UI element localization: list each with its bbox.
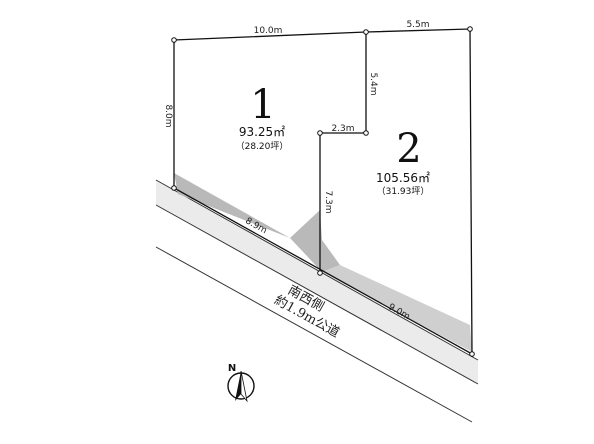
- north-compass-icon: N: [227, 363, 255, 403]
- lot-2-number: 2: [396, 126, 421, 172]
- vertex-markers: [171, 26, 475, 357]
- lot-divider-line: [319, 32, 367, 273]
- setback-area-right: [322, 265, 472, 352]
- dimension-notch-horizontal: 2.3m: [331, 124, 354, 134]
- vertex-marker: [317, 270, 323, 276]
- vertex-marker: [317, 130, 323, 136]
- lot-1-tsubo: （28.20坪）: [236, 141, 289, 152]
- lot-boundary: [173, 28, 473, 356]
- dimension-top-left: 10.0m: [254, 26, 283, 36]
- lot-2-tsubo: （31.93坪）: [377, 186, 430, 197]
- vertex-marker: [363, 130, 369, 136]
- north-label: N: [228, 363, 236, 374]
- road-edge-line: [155, 204, 479, 385]
- vertex-marker: [363, 29, 369, 35]
- road-edge-line: [155, 179, 479, 361]
- vertex-marker: [467, 26, 473, 32]
- road-far-line: [155, 246, 473, 423]
- lot-2-area: 105.56㎡: [376, 171, 430, 185]
- road-strip: [156, 180, 478, 384]
- dimension-top-right: 5.5m: [406, 20, 429, 30]
- dimension-left: 8.0m: [163, 104, 173, 127]
- lot-1-number: 1: [250, 82, 275, 128]
- vertex-marker: [469, 351, 475, 357]
- setback-area-center: [290, 210, 340, 272]
- dimension-notch-vertical: 5.4m: [368, 72, 378, 95]
- vertex-marker: [171, 185, 177, 191]
- setback-area-left: [174, 173, 290, 238]
- lot-1-area: 93.25㎡: [239, 125, 285, 139]
- vertex-marker: [171, 37, 177, 43]
- dimension-divider: 7.3m: [323, 190, 333, 213]
